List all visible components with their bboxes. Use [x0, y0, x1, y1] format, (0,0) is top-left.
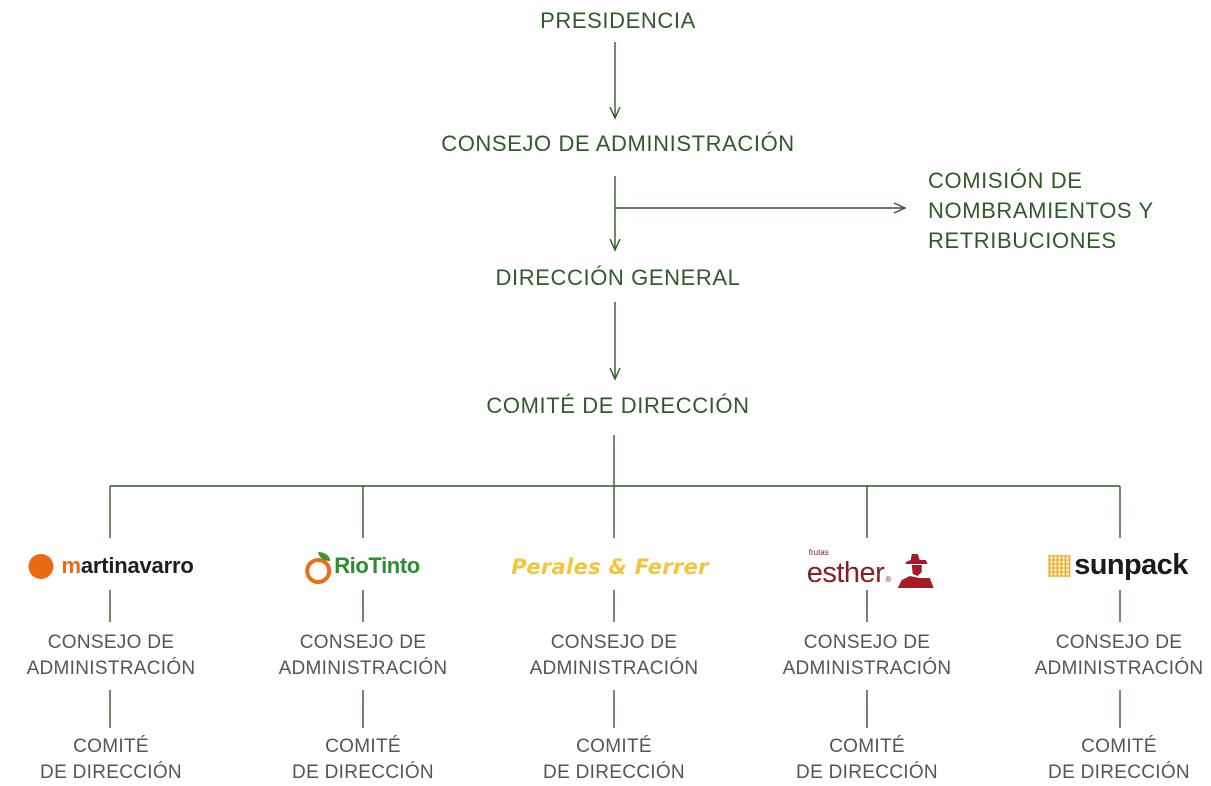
label-line: CONSEJO DE [803, 632, 931, 653]
registered-mark: ® [885, 575, 892, 584]
label-line: COMITÉ [73, 736, 149, 757]
label-line: ADMINISTRACIÓN [278, 658, 448, 679]
comision-line-2: NOMBRAMIENTOS Y [928, 198, 1154, 223]
logo-sunpack-text: sunpack [1074, 549, 1188, 581]
logo-perales-ferrer: Perales & Ferrer [511, 555, 709, 579]
sunpack-comite: COMITÉ DE DIRECCIÓN [1048, 734, 1190, 786]
label-line: CONSEJO DE [299, 632, 427, 653]
node-presidencia: PRESIDENCIA [540, 8, 696, 33]
label-line: DE DIRECCIÓN [40, 762, 182, 783]
logo-esther: frutas esther® [807, 548, 934, 588]
node-comite-direccion: COMITÉ DE DIRECCIÓN [486, 393, 750, 418]
label-line: CONSEJO DE [47, 632, 175, 653]
perales-comite: COMITÉ DE DIRECCIÓN [543, 734, 685, 786]
node-direccion-general: DIRECCIÓN GENERAL [495, 265, 741, 290]
label-line: ADMINISTRACIÓN [1034, 658, 1204, 679]
perales-consejo: CONSEJO DE ADMINISTRACIÓN [530, 630, 699, 682]
label-line: DE DIRECCIÓN [543, 762, 685, 783]
label-line: CONSEJO DE [550, 632, 678, 653]
orange-leaf-icon [304, 551, 332, 584]
man-with-hat-icon [897, 554, 934, 588]
esther-consejo: CONSEJO DE ADMINISTRACIÓN [783, 630, 952, 682]
logo-esther-small: frutas [808, 548, 829, 557]
sunpack-consejo: CONSEJO DE ADMINISTRACIÓN [1035, 630, 1204, 682]
logo-esther-text: esther [806, 557, 885, 589]
martinavarro-comite: COMITÉ DE DIRECCIÓN [40, 734, 182, 786]
label-line: COMITÉ [325, 736, 401, 757]
yellow-grid-icon [1048, 554, 1071, 577]
logo-riotinto: RioTinto [304, 551, 420, 584]
logo-sunpack: sunpack [1048, 549, 1188, 582]
node-consejo-administracion: CONSEJO DE ADMINISTRACIÓN [441, 131, 795, 156]
label-line: COMITÉ [1081, 736, 1157, 757]
label-line: COMITÉ [576, 736, 652, 757]
esther-comite: COMITÉ DE DIRECCIÓN [796, 734, 938, 786]
label-line: CONSEJO DE [1055, 632, 1183, 653]
orange-circle-icon [28, 553, 54, 579]
label-line: ADMINISTRACIÓN [529, 658, 699, 679]
logo-riotinto-text: RioTinto [334, 553, 420, 578]
label-line: COMITÉ [829, 736, 905, 757]
company-inner-lines [109, 590, 1121, 728]
comision-line-3: RETRIBUCIONES [928, 228, 1117, 253]
label-line: DE DIRECCIÓN [292, 762, 434, 783]
label-line: ADMINISTRACIÓN [782, 658, 952, 679]
logo-martinavarro-text: martinavarro [61, 553, 194, 578]
label-line: DE DIRECCIÓN [796, 762, 938, 783]
riotinto-comite: COMITÉ DE DIRECCIÓN [292, 734, 434, 786]
label-line: ADMINISTRACIÓN [26, 658, 196, 679]
logo-martinavarro: martinavarro [28, 553, 194, 579]
martinavarro-consejo: CONSEJO DE ADMINISTRACIÓN [27, 630, 196, 682]
company-drop-lines [109, 486, 1121, 538]
comision-line-1: COMISIÓN DE [928, 168, 1083, 193]
label-line: DE DIRECCIÓN [1048, 762, 1190, 783]
node-comision-nombramientos: COMISIÓN DE NOMBRAMIENTOS Y RETRIBUCIONE… [928, 166, 1154, 256]
riotinto-consejo: CONSEJO DE ADMINISTRACIÓN [279, 630, 448, 682]
